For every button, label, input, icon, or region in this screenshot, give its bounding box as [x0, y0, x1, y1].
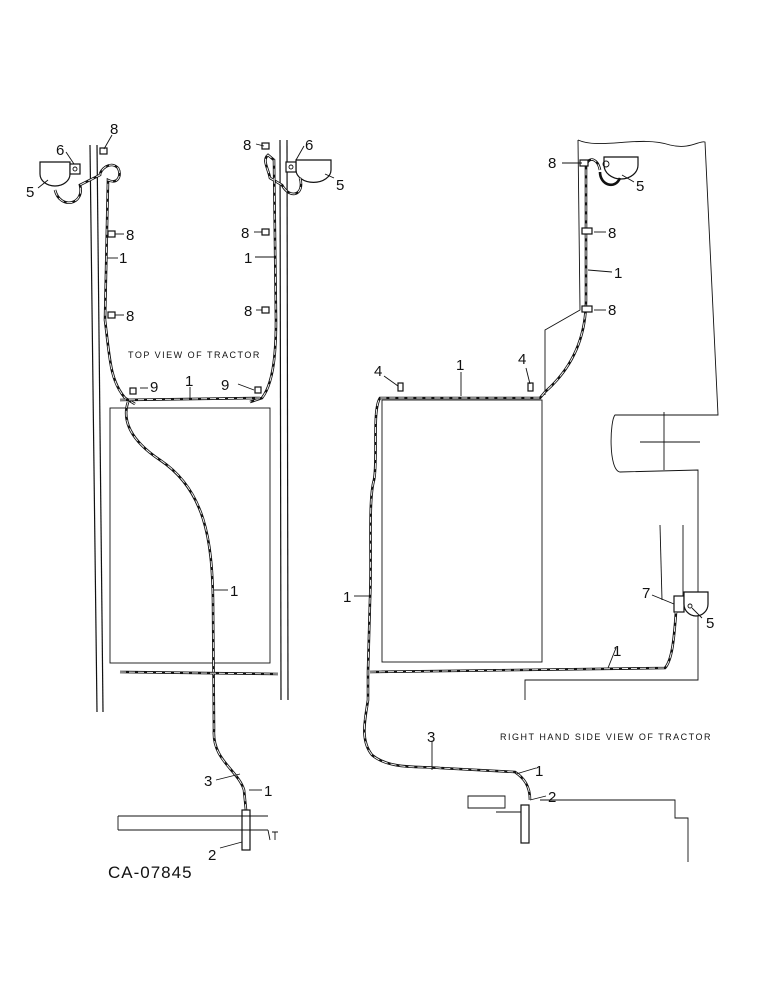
left-lamp	[39, 161, 81, 187]
callout-label: 1	[343, 589, 351, 606]
left-frame-rail-outer	[89, 144, 98, 713]
side-view: 8 5 8 1 8 4 1 4 1 7 5 1 3 1 2 RIGHT HAND…	[343, 139, 719, 862]
callout-label: 6	[56, 142, 64, 159]
callout-label: 1	[456, 357, 464, 374]
callout-label: 8	[243, 137, 251, 154]
callout-label: 4	[374, 363, 382, 380]
side-view-leaders	[354, 162, 703, 801]
side-view-caption: RIGHT HAND SIDE VIEW OF TRACTOR	[500, 732, 712, 742]
side-rear-lamp	[673, 591, 709, 617]
right-frame-rail-inner	[286, 139, 289, 701]
callout-label: 1	[264, 783, 272, 800]
clip-icon	[261, 142, 270, 150]
callout-label: 7	[642, 585, 650, 602]
clip-icon	[261, 306, 270, 314]
clip-icon	[107, 230, 116, 238]
callout-label: 8	[548, 155, 556, 172]
clip-icon	[527, 382, 534, 392]
connector-icon	[520, 804, 530, 844]
callout-label: 1	[185, 373, 193, 390]
callout-label: 9	[150, 379, 158, 396]
callout-label: 1	[119, 250, 127, 267]
callout-label: 6	[305, 137, 313, 154]
top-view-caption: TOP VIEW OF TRACTOR	[128, 350, 261, 360]
tractor-body-outline	[109, 407, 271, 664]
callout-label: 1	[244, 250, 252, 267]
top-view-leaders	[37, 134, 335, 849]
clip-icon	[261, 228, 270, 236]
callout-label: 3	[204, 773, 212, 790]
callout-label: 2	[208, 847, 216, 864]
clip-icon	[254, 386, 262, 394]
callout-label: 8	[608, 225, 616, 242]
clip-icon	[581, 227, 593, 235]
side-harness-upper	[363, 158, 602, 801]
callout-label: 8	[608, 302, 616, 319]
right-frame-rail-outer	[279, 139, 282, 701]
callout-label: 5	[336, 177, 344, 194]
callout-label: 8	[110, 121, 118, 138]
top-harness-left-branch	[53, 163, 136, 406]
top-view-callouts: 8 6 5 8 1 8 8 6 5 8 1 8 9 1 9 1 3 1 2	[26, 121, 344, 864]
clip-icon	[397, 382, 404, 392]
callout-label: 1	[230, 583, 238, 600]
cab-outline	[381, 399, 543, 663]
right-lamp	[285, 159, 332, 183]
callout-label: 5	[26, 184, 34, 201]
left-frame-rail-inner	[96, 144, 104, 713]
clip-icon	[129, 387, 137, 395]
callout-label: 1	[535, 763, 543, 780]
callout-label: 8	[126, 308, 134, 325]
callout-label: 3	[427, 729, 435, 746]
clip-icon	[99, 147, 108, 155]
clip-icon	[581, 305, 593, 313]
callout-label: 8	[126, 227, 134, 244]
side-view-callouts: 8 5 8 1 8 4 1 4 1 7 5 1 3 1 2	[343, 155, 714, 806]
side-top-lamp	[602, 156, 639, 180]
callout-label: 9	[221, 377, 229, 394]
callout-label: 2	[548, 789, 556, 806]
callout-label: 8	[244, 303, 252, 320]
callout-label: 4	[518, 351, 526, 368]
callout-label: 1	[614, 265, 622, 282]
top-view: 8 6 5 8 1 8 8 6 5 8 1 8 9 1 9 1 3 1 2 TO…	[26, 121, 344, 864]
clip-icon	[107, 311, 116, 319]
top-harness-trunk	[124, 401, 248, 811]
document-id: CA-07845	[108, 863, 193, 882]
callout-label: 5	[636, 178, 644, 195]
callout-label: 8	[241, 225, 249, 242]
side-harness-rear-run	[369, 611, 678, 674]
side-harness-lamp-loop	[598, 171, 622, 187]
callout-label: 1	[613, 643, 621, 660]
callout-label: 5	[706, 615, 714, 632]
tractor-side-outline	[524, 139, 719, 700]
